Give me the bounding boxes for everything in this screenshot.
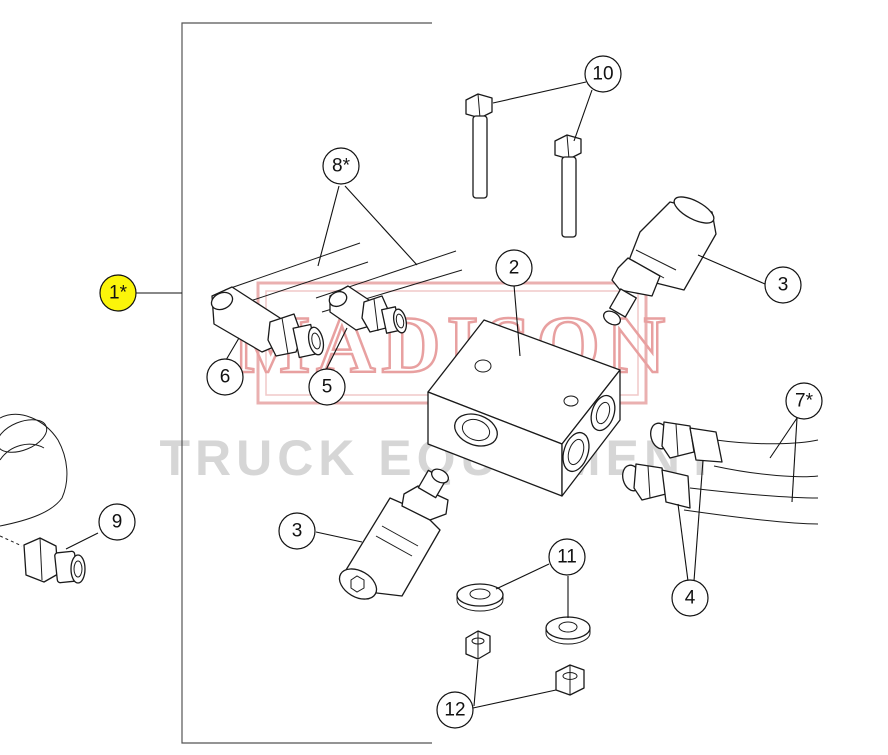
part-4-fittings — [622, 421, 723, 509]
svg-text:7*: 7* — [795, 391, 814, 412]
washer-upper — [456, 583, 504, 612]
svg-text:2: 2 — [509, 258, 520, 279]
washer-lower — [545, 616, 591, 645]
svg-text:11: 11 — [557, 547, 577, 568]
part-10-bolts — [465, 93, 582, 238]
leader-lines — [65, 81, 798, 709]
callout-9: 9 — [98, 503, 136, 541]
bolt-left — [465, 93, 493, 199]
svg-text:12: 12 — [444, 700, 465, 721]
callout-2: 2 — [495, 249, 533, 287]
callout-6: 6 — [206, 358, 244, 396]
part-5-45deg-fitting — [328, 285, 408, 334]
callout-12: 12 — [436, 691, 474, 729]
bolt-right — [554, 134, 582, 238]
callout-10: 10 — [584, 55, 622, 93]
nut-upper — [465, 630, 491, 660]
part-7-hydraulic-lines — [683, 439, 819, 525]
part-12-nuts — [465, 630, 585, 696]
part-11-washers — [456, 583, 591, 645]
svg-text:8*: 8* — [332, 156, 351, 177]
svg-text:6: 6 — [220, 367, 231, 388]
part-2-manifold-block — [427, 319, 621, 497]
part-3-quick-coupler-upper — [602, 196, 717, 326]
callout-1: 1* — [99, 274, 137, 312]
svg-text:3: 3 — [292, 521, 303, 542]
callout-7: 7* — [785, 382, 823, 420]
fitting-lower — [622, 463, 691, 509]
svg-text:9: 9 — [112, 512, 123, 533]
assembly-bracket — [181, 22, 432, 744]
callout-3-upper: 3 — [764, 266, 802, 304]
callout-4: 4 — [671, 579, 709, 617]
part-6-elbow-fitting — [210, 286, 325, 359]
svg-text:5: 5 — [322, 377, 333, 398]
callout-8: 8* — [322, 147, 360, 185]
svg-text:10: 10 — [592, 64, 613, 85]
svg-text:1*: 1* — [109, 283, 128, 304]
svg-text:4: 4 — [685, 588, 696, 609]
nut-lower — [555, 664, 585, 696]
part-3-quick-coupler-lower — [338, 468, 450, 600]
callout-5: 5 — [308, 368, 346, 406]
callout-3-lower: 3 — [278, 512, 316, 550]
callout-11: 11 — [548, 538, 586, 576]
part-9-straight-fitting — [23, 537, 86, 584]
mounting-boss — [0, 413, 68, 547]
fitting-upper — [650, 421, 723, 463]
svg-text:3: 3 — [778, 275, 789, 296]
